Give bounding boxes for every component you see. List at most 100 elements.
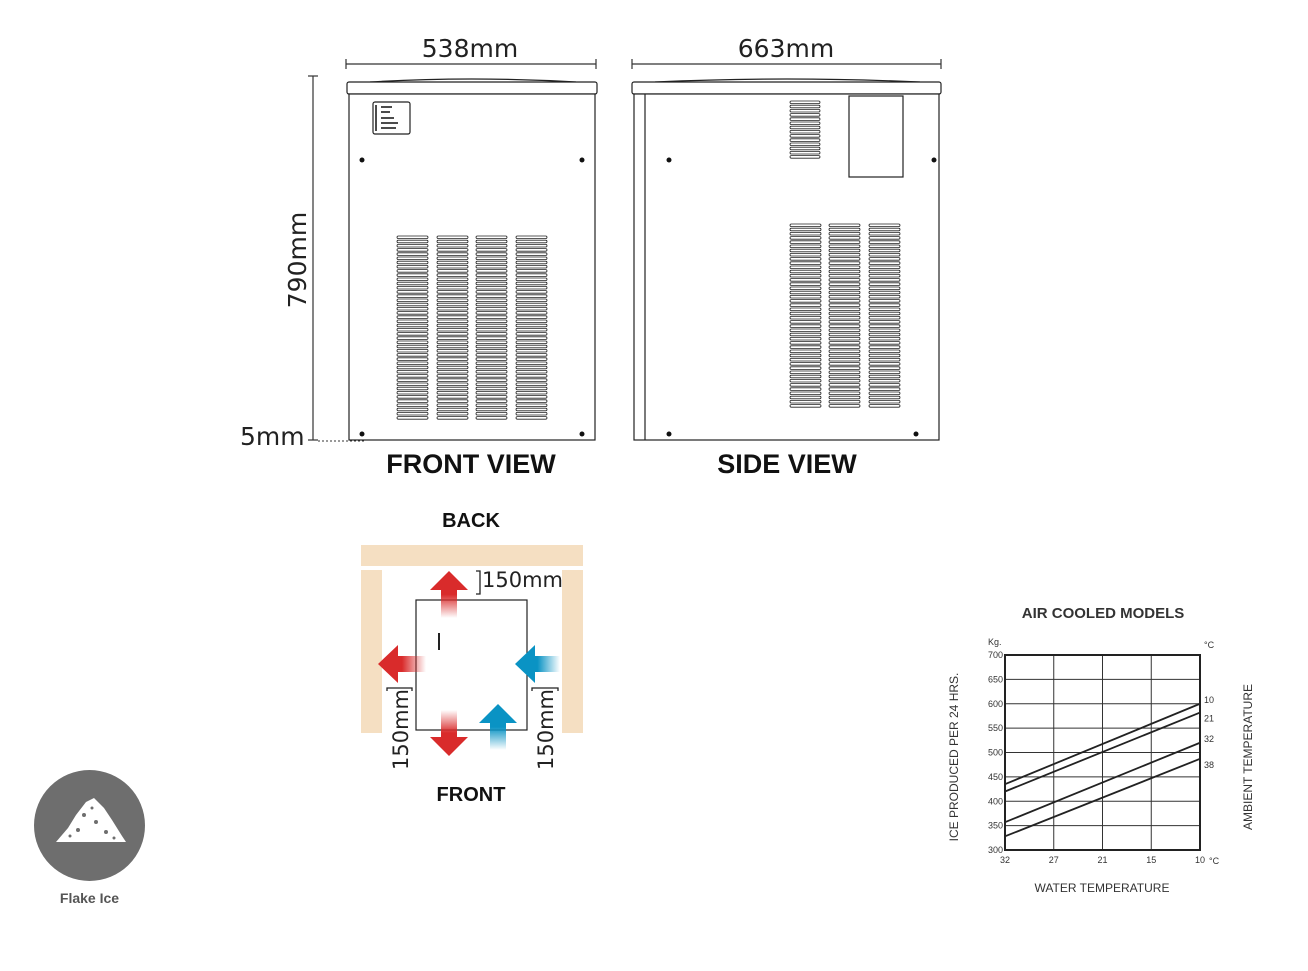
vent-slat [475,390,508,395]
x-unit: °C [1209,856,1220,866]
vent-slat [515,302,548,307]
series-label-32: 32 [1204,734,1214,744]
front-view-title: FRONT VIEW [386,449,556,479]
x-tick-label: 10 [1195,855,1205,865]
vent-slat [396,260,429,265]
vent-slat [868,341,901,345]
vent-slat [396,294,429,298]
vent-slat [789,125,821,130]
y-unit: Kg. [988,637,1002,647]
y-tick-label: 600 [988,699,1003,709]
vent-slat [515,290,548,294]
vent-slat [828,257,861,261]
vent-slat [396,416,429,420]
vent-slat [436,382,469,386]
front-label: FRONT [437,784,506,806]
x-tick-label: 15 [1146,855,1156,865]
vent-slat [475,243,508,248]
vent-slat [789,387,822,391]
vent-slat [868,265,901,269]
vent-slat [396,252,429,256]
vent-slat [789,100,821,104]
series-line-10 [1004,702,1201,786]
vent-slat [789,286,822,290]
vent-slat [868,282,901,286]
vent-slat [868,273,901,278]
series-line-32 [1004,741,1201,824]
vent-slat [436,311,469,315]
walls [361,545,583,733]
vent-slat [396,273,429,277]
series-line-38 [1004,758,1201,838]
vent-slat [828,370,861,374]
left-clearance-label: 150mm [389,689,413,770]
vent-slat [475,382,508,386]
vent-slat [515,336,548,340]
badge-label: Flake Ice [59,890,120,906]
vent-slat [789,383,822,387]
vent-slat [475,416,508,420]
vent-slat [475,302,508,307]
vent-slat [828,336,861,341]
vent-slat [436,256,469,260]
label-plate-lines [375,105,398,131]
vent-slat [475,285,508,290]
vent-slat [828,399,861,404]
vent-slat [396,411,429,416]
vent-slat [515,256,548,260]
vent-slat [789,336,822,341]
vent-slat [868,374,901,379]
vent-slat [868,349,901,353]
vent-slat [396,336,429,340]
vent-slat [515,378,548,382]
vent-slat [515,357,548,361]
vent-slat [789,252,822,257]
vent-slat [789,399,822,404]
vent-slat [396,285,429,290]
vent-slat [828,231,861,236]
vent-slat [436,403,469,407]
vent-slat [515,260,548,265]
vent-slat [868,303,901,307]
vent-slat [828,404,861,408]
vent-slat [515,277,548,281]
vent-slat [475,235,508,239]
vent-slat [789,282,822,286]
vent-slat [436,378,469,382]
top-clearance-label: 150mm [482,568,563,592]
vent-slat [515,306,548,311]
vent-slat [515,248,548,252]
vent-slat [789,109,821,113]
vent-slat [396,298,429,302]
depth-label: 663mm [738,34,834,63]
vent-slat [475,411,508,416]
vent-slat [828,366,861,370]
vent-slat [475,319,508,323]
vent-slat [475,344,508,349]
vent-slat [789,134,821,138]
vent-slat [868,320,901,324]
vent-slat [828,278,861,282]
vent-slat [436,298,469,302]
vent-slat [868,294,901,299]
vent-slat [436,386,469,391]
vent-slat [828,391,861,395]
vent-slat [789,370,822,374]
vent-slat [789,261,822,265]
vent-slat [515,332,548,336]
vent-slat [868,332,901,337]
vent-slat [515,403,548,407]
vent-slat [868,240,901,244]
vent-slat [396,327,429,332]
vent-slat [475,348,508,353]
vent-slat [828,252,861,257]
vent-slat [436,252,469,256]
vent-slat [828,294,861,299]
vent-slat [515,315,548,319]
vent-slat [436,235,469,239]
vent-slat [789,129,821,134]
vent-slat [396,386,429,391]
vent-slat [789,244,822,248]
vent-slat [396,290,429,294]
vent-slat [396,378,429,382]
